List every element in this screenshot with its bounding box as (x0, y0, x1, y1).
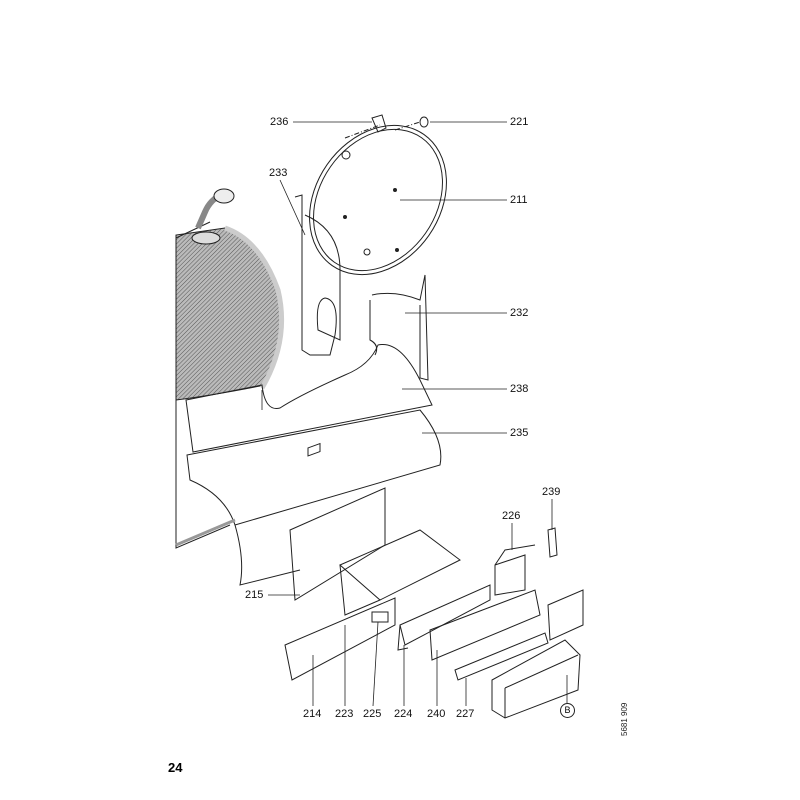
label-221: 221 (510, 116, 529, 128)
label-240: 240 (427, 708, 446, 720)
boiler-insulated-body (175, 188, 285, 401)
panel-214 (284, 597, 396, 681)
control-unit (491, 639, 581, 719)
label-227: 227 (456, 708, 475, 720)
label-236: 236 (270, 116, 289, 128)
bracket-226 (494, 544, 536, 596)
leader-lines (261, 121, 568, 707)
label-235: 235 (510, 427, 529, 439)
label-226: 226 (502, 510, 521, 522)
label-232: 232 (510, 307, 529, 319)
label-224: 224 (394, 708, 413, 720)
label-214: 214 (303, 708, 322, 720)
label-211: 211 (510, 194, 528, 206)
label-233: 233 (269, 167, 288, 179)
part-236 (371, 114, 387, 133)
channel-224 (397, 584, 491, 651)
bracket-223 (339, 529, 461, 616)
part-227 (454, 632, 549, 681)
label-238: 238 (510, 383, 529, 395)
label-239: 239 (542, 486, 561, 498)
clip-239 (547, 527, 558, 558)
side-panel-232 (369, 274, 429, 381)
detail-b-marker: B (560, 703, 575, 718)
end-cover-plate-211 (309, 124, 447, 276)
part-240 (429, 589, 541, 661)
label-215: 215 (245, 589, 264, 601)
part-221 (419, 116, 429, 128)
document-number: 5681 909 (620, 702, 629, 736)
page-number: 24 (168, 760, 183, 775)
front-cover-235 (186, 409, 442, 526)
side-panel-233 (294, 194, 341, 356)
top-cover-238 (185, 343, 433, 453)
part-225 (371, 611, 389, 623)
label-223: 223 (335, 708, 354, 720)
label-225: 225 (363, 708, 382, 720)
